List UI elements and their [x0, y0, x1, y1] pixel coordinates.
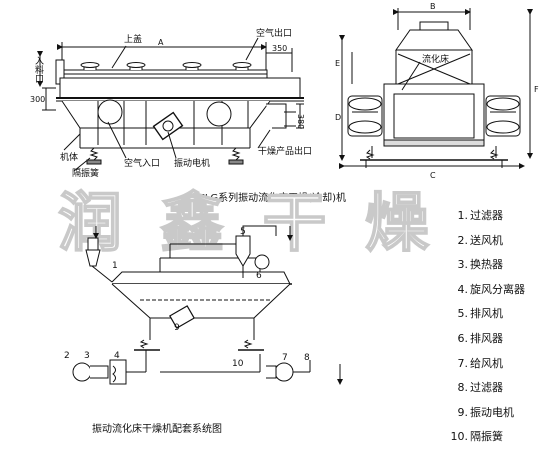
- legend-number: 4.: [457, 282, 469, 296]
- legend-number: 6.: [457, 331, 469, 345]
- legend-item: 3.换热器: [444, 253, 550, 278]
- system-dryer-body: [111, 283, 291, 319]
- exhaust-fan: [254, 254, 270, 270]
- legend-item: 7.给风机: [444, 352, 550, 377]
- legend-number: 7.: [457, 356, 469, 370]
- leader-motor: [167, 131, 177, 159]
- leader-spring: [73, 157, 91, 172]
- legend-text: 送风机: [470, 233, 503, 247]
- system-number-1: 1: [112, 261, 118, 271]
- cover-vents: [80, 62, 252, 70]
- isolation-springs: [86, 147, 244, 165]
- leader-air-inlet: [107, 121, 127, 159]
- leader-air-outlet: [245, 37, 259, 61]
- dim-d-label: D: [335, 113, 341, 122]
- feed-hopper: [85, 249, 101, 267]
- system-number-5: 5: [240, 227, 246, 237]
- legend-item: 2.送风机: [444, 229, 550, 254]
- system-number-10: 10: [232, 359, 244, 369]
- supply-fan: [72, 362, 92, 382]
- system-caption: 振动流化床干燥机配套系统图: [92, 422, 222, 435]
- legend-number: 3.: [457, 258, 469, 272]
- side-view: [339, 8, 533, 169]
- legend-item: 10.隔振簧: [444, 425, 550, 450]
- dim-c-label: C: [430, 171, 436, 180]
- leader-cover: [111, 45, 127, 69]
- label-isolation-spring: 隔振簧: [72, 167, 99, 179]
- system-number-9: 9: [174, 323, 180, 333]
- legend-item: 4.旋风分离器: [444, 278, 550, 303]
- air-inlet-port: [97, 99, 123, 125]
- label-cover: 上盖: [124, 33, 142, 45]
- legend-text: 排风机: [470, 307, 503, 321]
- label-product-outlet: 干燥产品出口: [258, 145, 312, 157]
- system-vibration-motor: [169, 305, 195, 329]
- legend-item: 1.过滤器: [444, 204, 550, 229]
- dim-b-label: B: [430, 2, 436, 11]
- legend-item: 5.排风机: [444, 302, 550, 327]
- side-motors: [347, 95, 521, 137]
- label-air-outlet: 空气出口: [256, 27, 292, 39]
- dim-300-label: 300: [30, 95, 45, 104]
- system-number-2: 2: [64, 351, 70, 361]
- label-feed-inlet: 入料口: [33, 56, 44, 83]
- component-legend: 1.过滤器 2.送风机 3.换热器 4.旋风分离器 5.排风机 6.排风器 7.…: [444, 204, 550, 450]
- legend-number: 1.: [457, 209, 469, 222]
- vibration-motor: [152, 111, 184, 141]
- main-caption: ZLG系列振动流化床干燥(冷却)机: [198, 191, 346, 204]
- label-fluidized-bed: 流化床: [422, 53, 449, 65]
- system-number-7: 7: [282, 353, 288, 363]
- legend-item: 8.过滤器: [444, 376, 550, 401]
- front-view: [37, 37, 304, 172]
- dim-350-label: 350: [272, 44, 287, 53]
- legend-number: 5.: [457, 307, 469, 321]
- leader-product: [257, 129, 271, 149]
- system-number-3: 3: [84, 351, 90, 361]
- dim-a-label: A: [158, 38, 164, 47]
- label-air-inlet: 空气入口: [124, 157, 160, 169]
- leader-body: [63, 133, 81, 151]
- legend-item: 9.振动电机: [444, 401, 550, 426]
- legend-text: 过滤器: [470, 381, 503, 395]
- legend-text: 过滤器: [470, 209, 503, 222]
- legend-number: 2.: [457, 233, 469, 247]
- legend-number: 10.: [450, 430, 469, 444]
- legend-text: 排风器: [470, 331, 503, 345]
- legend-text: 隔振簧: [470, 430, 503, 444]
- system-number-4: 4: [114, 351, 120, 361]
- supply-blower: [274, 362, 294, 382]
- legend-number: 8.: [457, 381, 469, 395]
- legend-text: 换热器: [470, 258, 503, 272]
- legend-item: 6.排风器: [444, 327, 550, 352]
- cyclone-separator: [235, 235, 251, 267]
- system-diagram: [72, 225, 343, 385]
- system-numbers: 1 2 3 4 5 6 7 8 9 10: [64, 227, 310, 369]
- legend-text: 振动电机: [470, 405, 514, 419]
- product-outlet: [266, 103, 287, 129]
- legend-text: 给风机: [470, 356, 503, 370]
- inspection-port: [206, 101, 232, 127]
- legend-number: 9.: [457, 405, 469, 419]
- dim-f-label: F: [534, 85, 539, 94]
- system-number-6: 6: [256, 271, 262, 281]
- system-number-8: 8: [304, 353, 310, 363]
- legend-text: 旋风分离器: [470, 282, 525, 296]
- dim-380-label: 380: [296, 114, 305, 129]
- label-machine-body: 机体: [60, 151, 78, 163]
- exhaust-hood: [395, 29, 473, 51]
- label-vibration-motor: 振动电机: [174, 157, 210, 169]
- dim-e-label: E: [335, 59, 340, 68]
- heat-exchanger: [109, 359, 127, 385]
